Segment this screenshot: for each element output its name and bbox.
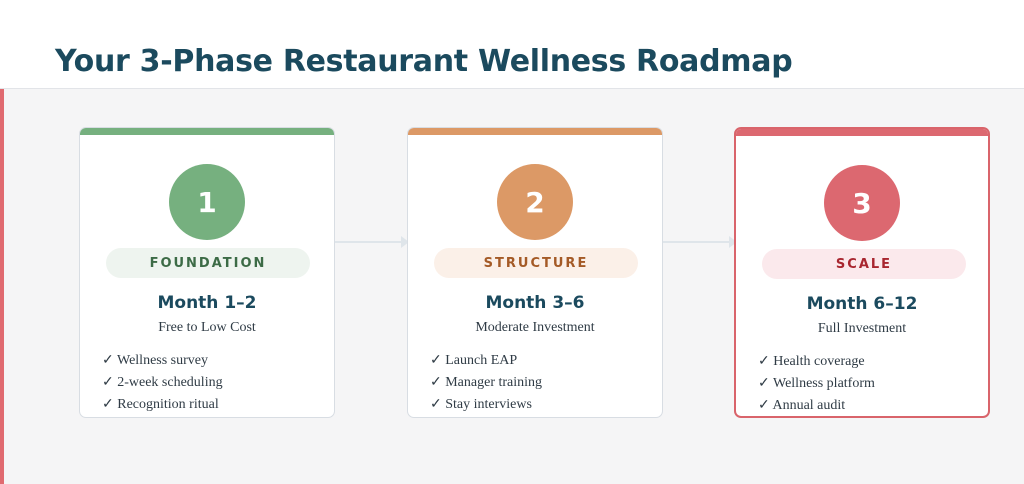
phase-card-foundation: 1 FOUNDATION Month 1–2 Free to Low Cost … [79,127,335,418]
checklist-item: ✓ Wellness platform [758,376,875,391]
phase-number-badge: 2 [497,164,573,240]
page-header: Your 3-Phase Restaurant Wellness Roadmap [0,0,1024,89]
phase-number-badge: 3 [824,165,900,241]
phase-label: SCALE [762,249,966,279]
phase-checklist: ✓ Launch EAP ✓ Manager training ✓ Stay i… [430,350,542,416]
phase-cost: Full Investment [817,321,907,336]
checklist-item: ✓ Wellness survey [102,353,208,368]
phase-checklist: ✓ Health coverage ✓ Wellness platform ✓ … [758,351,875,416]
checklist-item: ✓ 2-week scheduling [102,375,223,390]
checklist-item: ✓ Stay interviews [430,397,532,412]
phase-checklist: ✓ Wellness survey ✓ 2-week scheduling ✓ … [102,350,223,416]
connector-arrow-2 [662,236,737,248]
phase-color-bar [736,129,988,136]
checklist-item: ✓ Launch EAP [430,353,518,368]
connector-arrow-1 [334,236,409,248]
page-left-accent [0,0,4,484]
phase-color-bar [80,128,334,135]
phase-color-bar [408,128,662,135]
phase-card-scale: 3 SCALE Month 6–12 Full Investment ✓ Hea… [734,127,990,418]
phase-card-structure: 2 STRUCTURE Month 3–6 Moderate Investmen… [407,127,663,418]
arrow-right-icon [401,236,409,248]
phase-label: STRUCTURE [434,248,638,278]
phase-number-badge: 1 [169,164,245,240]
checklist-item: ✓ Recognition ritual [102,397,219,412]
phase-cost: Free to Low Cost [158,320,256,335]
phase-months: Month 6–12 [806,294,918,314]
phase-cost: Moderate Investment [475,320,595,335]
phase-months: Month 1–2 [157,293,257,313]
checklist-item: ✓ Health coverage [758,354,865,369]
arrow-right-icon [729,236,737,248]
phase-label: FOUNDATION [106,248,310,278]
checklist-item: ✓ Manager training [430,375,543,390]
phase-months: Month 3–6 [485,293,585,313]
page-title: Your 3-Phase Restaurant Wellness Roadmap [55,44,793,79]
checklist-item: ✓ Annual audit [758,398,846,413]
